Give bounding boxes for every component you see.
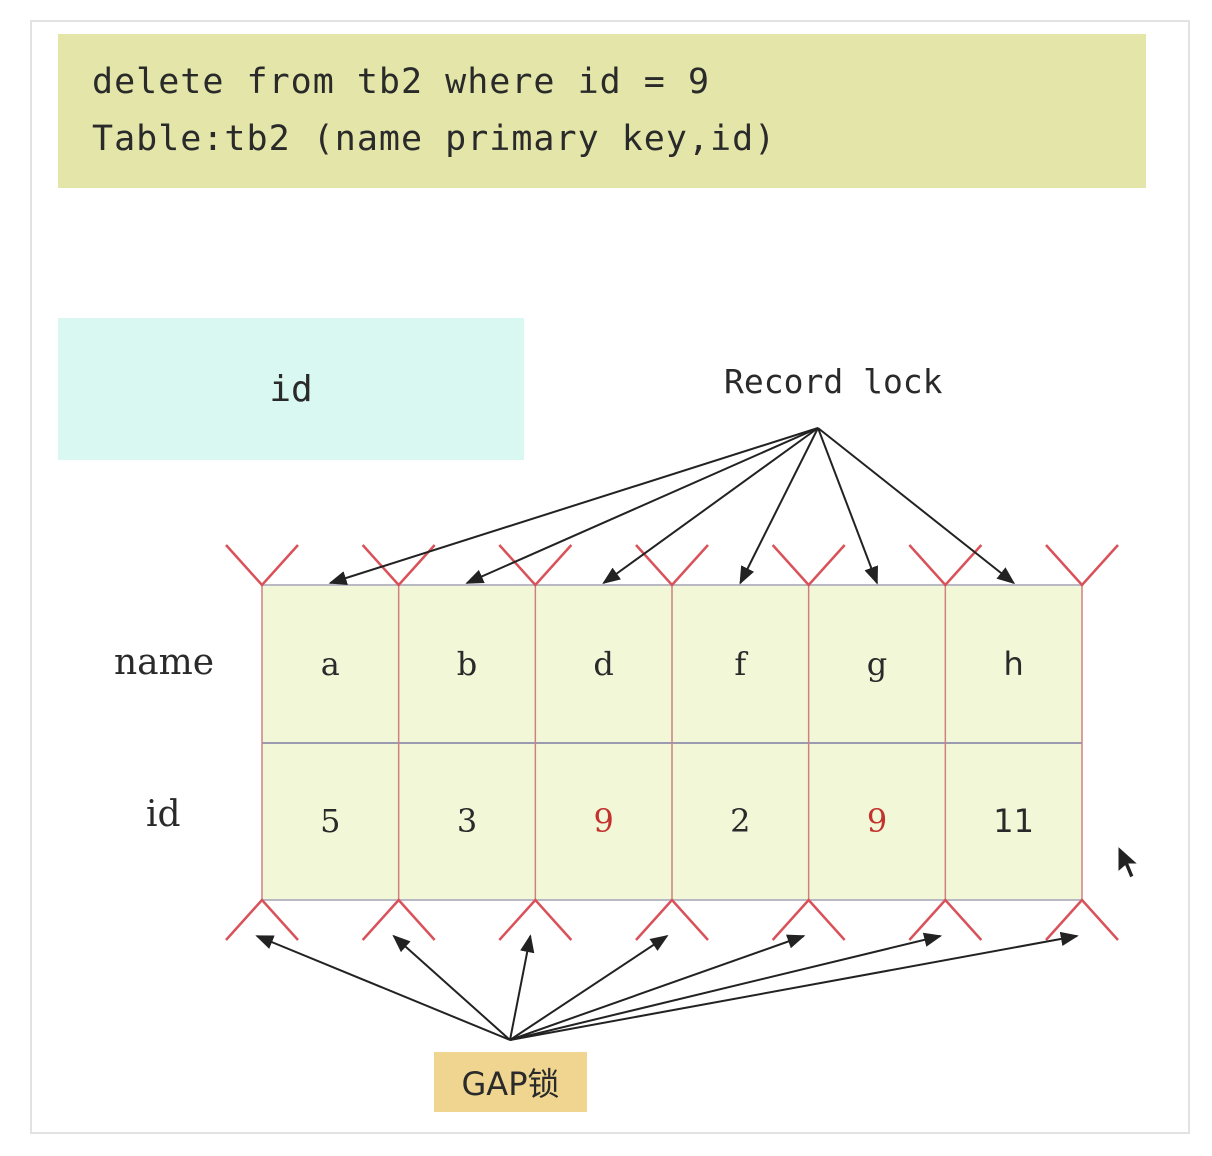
sql-statement: delete from tb2 where id = 9	[92, 62, 711, 102]
gap-marker-bottom	[908, 898, 983, 941]
record-lock-arrow	[328, 427, 819, 585]
gap-marker-top	[361, 544, 436, 587]
record-lock-arrow	[465, 427, 819, 584]
mouse-cursor-icon	[1117, 844, 1140, 879]
record-lock-arrow	[817, 427, 878, 585]
gap-lock-label-box: GAP锁	[434, 1052, 587, 1112]
name-cell: g	[866, 644, 888, 683]
gap-marker-top	[771, 544, 846, 587]
gap-lock-arrow	[509, 934, 535, 1041]
gap-marker-bottom	[225, 898, 299, 941]
record-lock-arrow	[817, 427, 1016, 585]
index-label: id	[269, 368, 313, 410]
gap-marker-bottom	[498, 898, 573, 941]
id-cell: 3	[456, 802, 478, 841]
record-lock-arrows	[328, 427, 1016, 585]
gap-lock-label: GAP锁	[461, 1065, 560, 1103]
id-cell-matched: 9	[866, 802, 888, 841]
lock-markers	[225, 544, 1119, 941]
name-cell: d	[593, 644, 614, 683]
index-label-box: id	[58, 318, 524, 460]
record-lock-label: Record lock	[724, 362, 943, 401]
id-cell-matched: 9	[593, 802, 614, 841]
gap-lock-arrow	[392, 934, 511, 1041]
name-cell: b	[456, 644, 478, 683]
name-cell: a	[320, 644, 340, 683]
gap-marker-bottom	[1045, 898, 1119, 941]
gap-marker-bottom	[771, 898, 846, 941]
record-lock-arrow	[602, 427, 819, 585]
id-cell: 5	[320, 802, 341, 841]
row-label-id: id	[146, 794, 181, 835]
id-cell: 2	[730, 802, 751, 841]
name-cell: f	[734, 644, 747, 683]
gap-marker-bottom	[635, 898, 709, 941]
gap-marker-top	[635, 544, 709, 587]
table-definition: Table:tb2 (name primary key,id)	[92, 119, 777, 159]
gap-marker-bottom	[361, 898, 436, 941]
gap-marker-top	[498, 544, 573, 587]
id-cell: 11	[993, 802, 1035, 841]
sql-statement-box: delete from tb2 where id = 9 Table:tb2 (…	[58, 34, 1146, 188]
gap-marker-top	[1045, 544, 1119, 587]
gap-lock-arrows	[255, 931, 1079, 1041]
gap-marker-top	[908, 544, 983, 587]
gap-lock-arrow	[255, 935, 511, 1041]
row-label-name: name	[114, 642, 215, 683]
name-cell: h	[1003, 644, 1024, 683]
gap-lock-arrow	[509, 935, 669, 1041]
gap-lock-arrow	[509, 931, 1079, 1041]
gap-lock-arrow	[509, 934, 806, 1041]
gap-lock-arrow	[509, 932, 943, 1041]
record-lock-arrow	[739, 427, 819, 585]
gap-marker-top	[225, 544, 299, 587]
